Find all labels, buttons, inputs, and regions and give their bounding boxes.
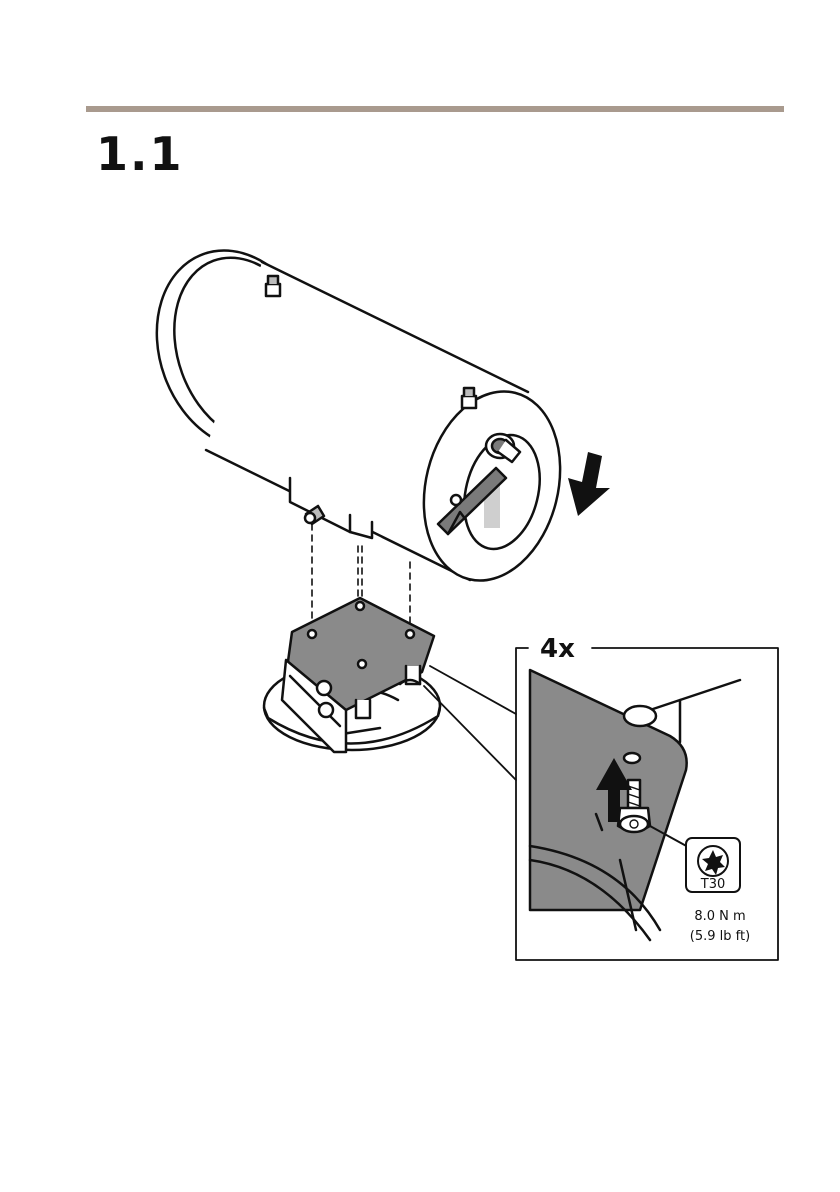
torque-imperial: (5.9 lb ft) xyxy=(690,929,750,944)
mount-bracket xyxy=(264,598,440,752)
camera-housing xyxy=(130,227,579,595)
tool-label: T30 xyxy=(700,877,725,892)
callout-leader xyxy=(430,666,516,714)
quantity-label: 4x xyxy=(540,634,575,664)
down-arrow-icon xyxy=(568,452,610,516)
torque-metric: 8.0 N m xyxy=(694,909,745,924)
